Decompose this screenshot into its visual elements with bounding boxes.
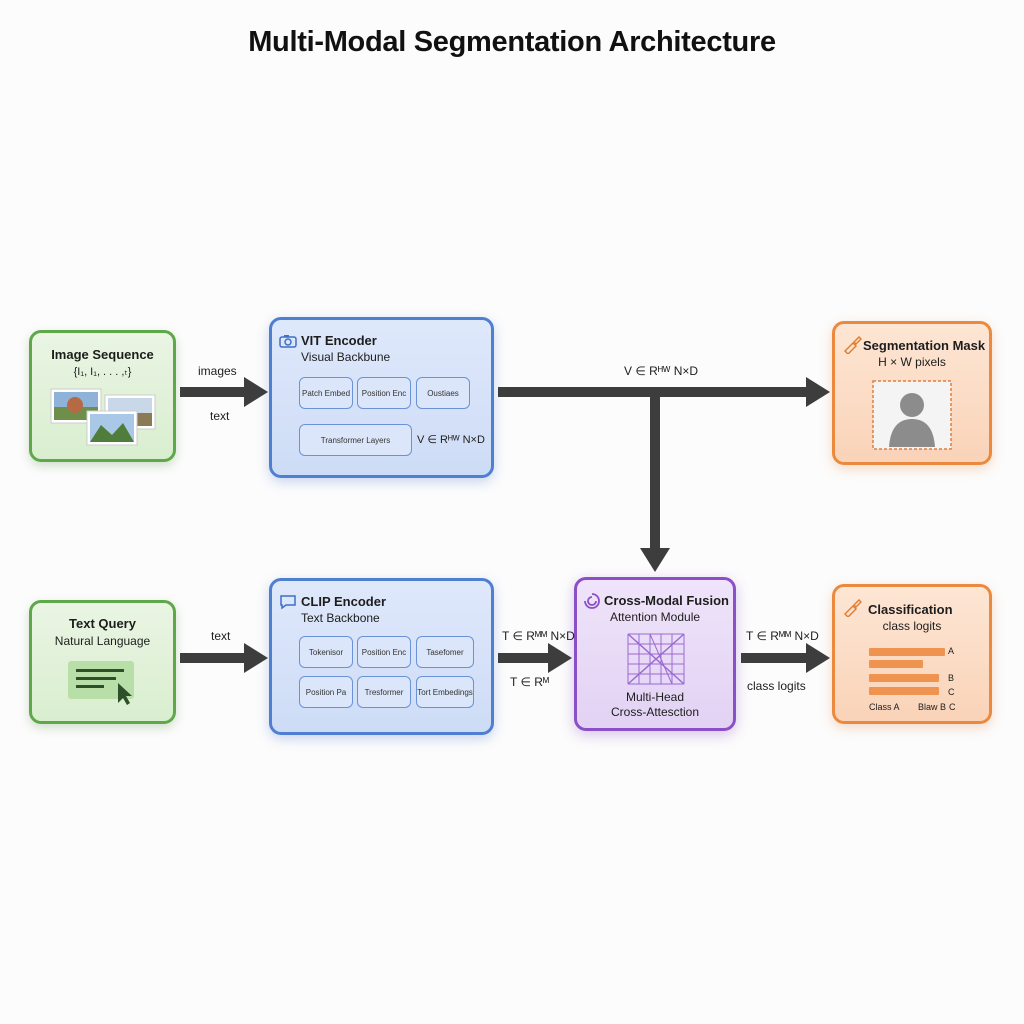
logit-bar bbox=[869, 660, 923, 668]
clip-block-position-pa[interactable]: Position Pa bbox=[299, 676, 353, 708]
brush-icon bbox=[843, 599, 862, 617]
brush-icon bbox=[843, 336, 862, 354]
logit-bar bbox=[869, 648, 945, 656]
text-document-icon bbox=[68, 661, 134, 705]
arrow-head bbox=[244, 643, 268, 673]
segmentation-mask-node[interactable]: Segmentation Mask H × W pixels bbox=[832, 321, 992, 465]
arrow-head bbox=[640, 548, 670, 572]
fusion-subtitle: Attention Module bbox=[609, 610, 701, 624]
arrow-images-to-vit bbox=[180, 387, 244, 397]
edge-label-v: V ∈ Rᴴᵂ N×D bbox=[624, 364, 699, 378]
fusion-node[interactable]: Cross-Modal Fusion Attention Module Mult… bbox=[574, 577, 736, 731]
logit-bar bbox=[869, 674, 939, 682]
vit-block-oustiaes[interactable]: Oustiaes bbox=[416, 377, 470, 409]
clip-encoder-title: CLIP Encoder bbox=[301, 594, 387, 609]
attention-grid-icon bbox=[627, 633, 685, 685]
fusion-swirl-icon bbox=[584, 593, 600, 609]
arrow-head bbox=[806, 377, 830, 407]
clip-encoder-node[interactable]: CLIP Encoder Text Backbone Tokenisor Pos… bbox=[269, 578, 494, 735]
vit-block-patch-embed[interactable]: Patch Embed bbox=[299, 377, 353, 409]
bar-label-c: C bbox=[948, 687, 955, 697]
arrow-text-to-clip bbox=[180, 653, 244, 663]
page-title: Multi-Modal Segmentation Architecture bbox=[248, 26, 776, 58]
segmentation-title: Segmentation Mask bbox=[863, 338, 986, 353]
segmentation-subtitle: H × W pixels bbox=[878, 355, 946, 369]
image-sequence-node[interactable]: Image Sequence {I₁, I₁, . . . ,ₜ} bbox=[29, 330, 176, 462]
vit-encoder-subtitle: Visual Backbune bbox=[301, 350, 391, 364]
text-query-node[interactable]: Text Query Natural Language bbox=[29, 600, 176, 724]
arrow-head bbox=[244, 377, 268, 407]
edge-label-text-top: text bbox=[210, 409, 230, 423]
fusion-caption-2: Cross-Attesction bbox=[610, 705, 700, 719]
clip-block-tokenisor[interactable]: Tokenisor bbox=[299, 636, 353, 668]
clip-block-tasefomer[interactable]: Tasefomer bbox=[416, 636, 474, 668]
text-query-title: Text Query bbox=[69, 616, 136, 631]
image-stack-icon bbox=[50, 388, 156, 446]
clip-block-tresformer[interactable]: Tresformer bbox=[357, 676, 411, 708]
edge-label-class-logits: class logits bbox=[747, 679, 806, 693]
mask-preview-icon bbox=[872, 380, 952, 450]
classification-title: Classification bbox=[868, 602, 953, 617]
vit-transformer-layers[interactable]: Transformer Layers bbox=[299, 424, 412, 456]
clip-block-text-embeddings[interactable]: Tort Embedings bbox=[416, 676, 474, 708]
vit-output-dim: V ∈ Rᴴᵂ N×D bbox=[417, 434, 485, 446]
fusion-title: Cross-Modal Fusion bbox=[604, 593, 729, 608]
axis-label-class-a: Class A bbox=[869, 702, 900, 712]
text-query-subtitle: Natural Language bbox=[54, 634, 151, 648]
image-sequence-subtitle: {I₁, I₁, . . . ,ₜ} bbox=[73, 366, 132, 378]
speech-bubble-icon bbox=[280, 595, 296, 610]
axis-label-class-c: C bbox=[949, 702, 956, 712]
edge-label-t-fusion: T ∈ Rᴹᴹ N×D bbox=[746, 629, 819, 643]
edge-label-text-bottom: text bbox=[211, 629, 231, 643]
image-sequence-title: Image Sequence bbox=[51, 347, 154, 362]
bar-label-b: B bbox=[948, 673, 955, 683]
edge-label-images: images bbox=[198, 364, 237, 378]
arrow-clip-to-fusion bbox=[498, 653, 550, 663]
vit-block-position-enc[interactable]: Position Enc bbox=[357, 377, 411, 409]
arrow-head bbox=[548, 643, 572, 673]
classification-subtitle: class logits bbox=[882, 619, 942, 633]
arrow-vit-to-fusion bbox=[650, 392, 660, 550]
camera-icon bbox=[279, 335, 297, 348]
vit-encoder-node[interactable]: VIT Encoder Visual Backbune Patch Embed … bbox=[269, 317, 494, 478]
vit-encoder-title: VIT Encoder bbox=[301, 333, 377, 348]
bar-label-a: A bbox=[948, 646, 955, 656]
clip-encoder-subtitle: Text Backbone bbox=[301, 611, 380, 625]
edge-label-t-clip-2: T ∈ Rᴹ bbox=[510, 675, 550, 689]
arrow-head bbox=[806, 643, 830, 673]
axis-label-class-b: Blaw B bbox=[918, 702, 947, 712]
clip-block-position-enc[interactable]: Position Enc bbox=[357, 636, 411, 668]
edge-label-t-clip-1: T ∈ Rᴹᴹ N×D bbox=[502, 629, 575, 643]
fusion-caption-1: Multi-Head bbox=[625, 690, 685, 704]
logit-bar bbox=[869, 687, 939, 695]
classification-node[interactable]: Classification class logits A B C Class … bbox=[832, 584, 992, 724]
arrow-fusion-to-classification bbox=[741, 653, 807, 663]
